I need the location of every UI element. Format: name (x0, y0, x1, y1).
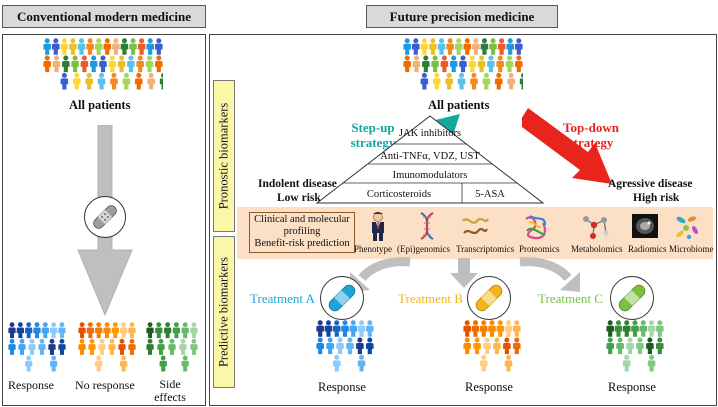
prognostic-biomarkers-label: Pronostic biomarkers (213, 80, 235, 232)
curved-arrow-right-icon (519, 257, 580, 292)
indolent-disease-label: Indolent disease (258, 178, 337, 190)
bandage-circle-b (467, 276, 511, 320)
treatment-b-label: Treatment B (398, 291, 463, 306)
transcriptomics-label: Transcriptomics (456, 244, 515, 254)
treatment-arrows (350, 257, 580, 292)
bandage-icon (93, 205, 117, 229)
proteomics-label: Proteomics (519, 244, 560, 254)
left-response-label: Response (8, 378, 54, 392)
radiomics-label: Radiomics (628, 244, 667, 254)
low-risk-label: Low risk (277, 192, 321, 204)
bandage-circle-left (84, 196, 126, 238)
bandage-circle-c (610, 276, 654, 320)
pyramid-level3-label: Imunomodulators (392, 170, 468, 181)
metabolomics-label: Metabolomics (571, 244, 623, 254)
aggressive-disease-label: Agressive disease (608, 178, 693, 190)
bandage-circle-a (320, 276, 364, 320)
treatment-b-responders-icon (463, 320, 521, 372)
dna-icon (420, 212, 434, 240)
pyramid-base-right-label: 5-ASA (475, 189, 505, 200)
profiling-box: Clinical and molecular profiling Benefit… (249, 212, 355, 253)
proteomics-icon (525, 215, 547, 240)
top-down-arrow-icon (522, 108, 612, 184)
transcriptomics-icon (462, 217, 489, 235)
non-responders-crowd-icon (78, 322, 136, 372)
treatment-c-response-label: Response (608, 380, 656, 394)
step-up-strategy-label: Step-up strategy (350, 120, 396, 150)
treatment-a-response-label: Response (318, 380, 366, 394)
bandage-c-icon (618, 284, 646, 312)
responders-crowd-icon (8, 322, 66, 372)
treatment-a-responders-icon (316, 320, 374, 372)
side-effects-crowd-icon (146, 322, 198, 372)
left-all-patients-label: All patients (69, 98, 131, 112)
radiomics-icon (632, 214, 658, 238)
bandage-b-icon (475, 284, 503, 312)
epigenomics-label: (Epi)genomics (397, 244, 450, 254)
treatment-b-response-label: Response (465, 380, 513, 394)
pyramid-level2-label: Anti-TNFα, VDZ, UST (380, 151, 480, 162)
microbiome-icon (676, 216, 698, 240)
right-panel-title: Future precision medicine (366, 5, 558, 28)
treatment-pyramid (315, 115, 545, 204)
treatment-c-label: Treatment C (538, 291, 603, 306)
metabolomics-icon (583, 216, 609, 239)
pyramid-top-label: JAK inhibitors (398, 128, 462, 139)
right-all-patients-label: All patients (428, 98, 490, 112)
top-down-strategy-label: Top-down strategy (563, 120, 619, 150)
treatment-a-label: Treatment A (250, 291, 315, 306)
phenotype-icon (372, 212, 384, 241)
people-crowd-icon-right (403, 38, 523, 90)
predictive-biomarkers-label: Predictive biomarkers (213, 236, 235, 388)
pyramid-base-left-label: Corticosteroids (366, 189, 432, 200)
left-panel-title: Conventional modern medicine (2, 5, 206, 28)
high-risk-label: High risk (633, 192, 680, 204)
bandage-a-icon (328, 284, 356, 312)
people-crowd-icon (43, 38, 163, 90)
microbiome-label: Microbiome (669, 244, 714, 254)
treatment-c-responders-icon (606, 320, 664, 372)
down-arrow-center-icon (450, 258, 478, 288)
left-no-response-label: No response (75, 378, 135, 392)
left-side-effects-label: Side effects (154, 377, 186, 404)
phenotype-label: Phenotype (354, 244, 392, 254)
